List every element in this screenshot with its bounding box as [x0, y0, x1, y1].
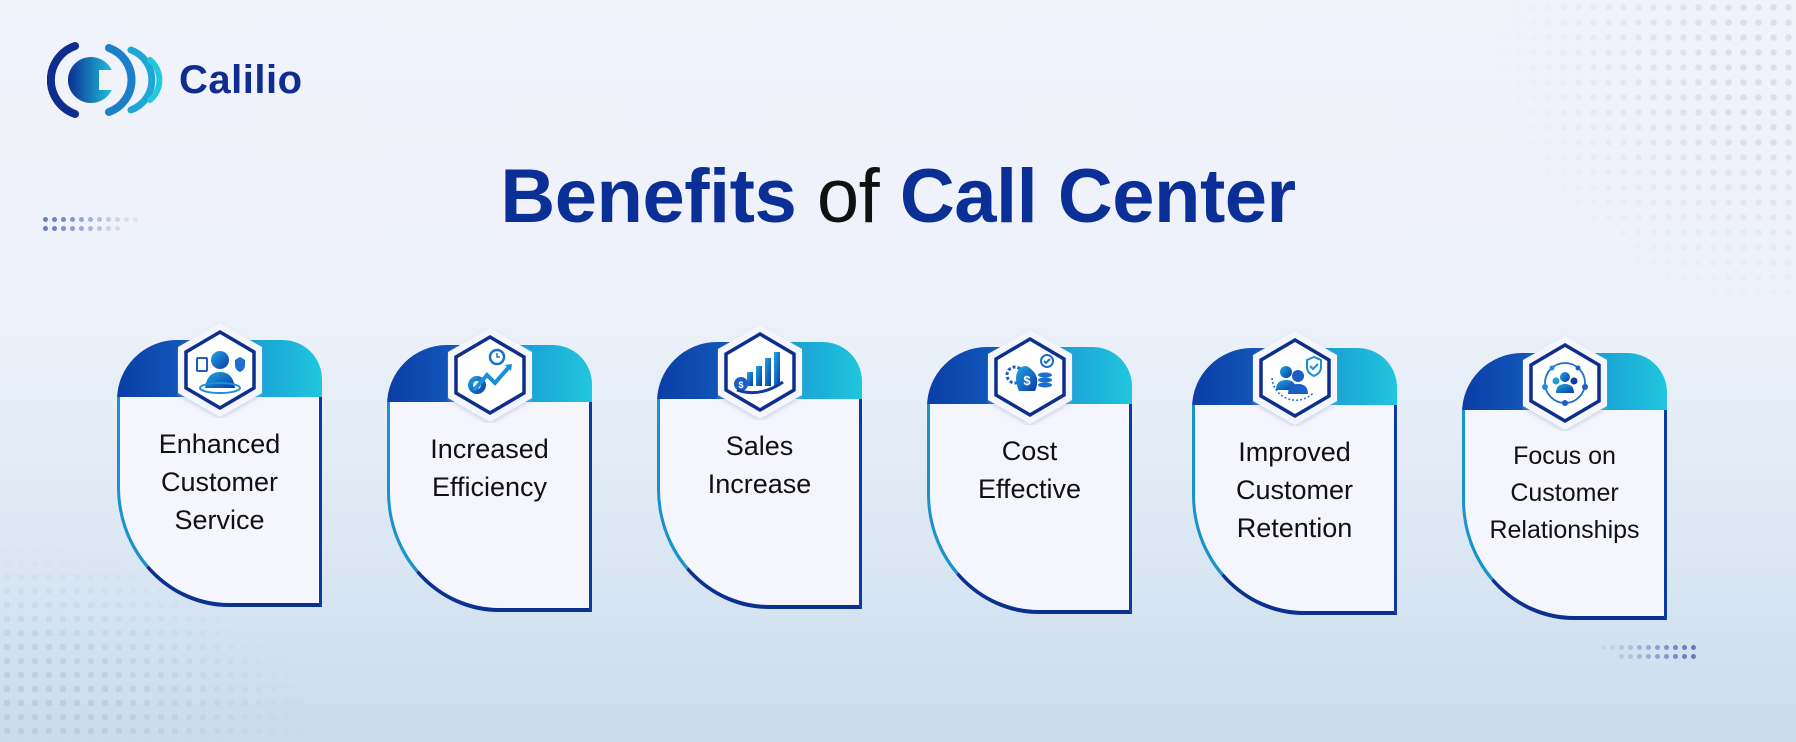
- benefit-card-sales-increase: $ Sales Increase: [657, 325, 862, 609]
- sales-growth-chart-icon: $: [718, 325, 802, 419]
- card-label: Focus on Customer Relationships: [1489, 442, 1640, 544]
- svg-text:$: $: [738, 380, 743, 390]
- decorative-dot-strip-right: [1601, 645, 1696, 659]
- money-bag-savings-icon: $: [988, 330, 1072, 424]
- card-body: [117, 397, 322, 607]
- card-body: [1192, 405, 1397, 615]
- card-label: Cost Effective: [977, 436, 1082, 504]
- card-body: [927, 404, 1132, 614]
- benefit-card-enhanced-customer-service: Enhanced Customer Service: [117, 323, 322, 607]
- title-of: of: [816, 154, 880, 239]
- card-body: [657, 399, 862, 609]
- brand-logo[interactable]: Calilio: [47, 40, 303, 120]
- efficiency-gear-clock-icon: [448, 328, 532, 422]
- card-label: Improved Customer Retention: [1235, 437, 1354, 543]
- card-label: Increased Efficiency: [430, 434, 549, 502]
- title-call-center: Call Center: [899, 154, 1296, 239]
- decorative-dot-pattern-top-right: [1496, 0, 1796, 320]
- benefit-card-increased-efficiency: Increased Efficiency: [387, 328, 592, 612]
- svg-text:$: $: [1023, 373, 1031, 388]
- card-body: [387, 402, 592, 612]
- card-label: Sales Increase: [707, 431, 812, 499]
- decorative-dot-strip-left: [43, 217, 138, 231]
- title-benefits: Benefits: [500, 154, 797, 239]
- benefit-card-improved-customer-retention: Improved Customer Retention: [1192, 331, 1397, 615]
- customer-support-agent-icon: [178, 323, 262, 417]
- brand-name: Calilio: [179, 57, 303, 102]
- card-body: [1462, 410, 1667, 620]
- benefit-card-focus-on-customer-relationships: Focus on Customer Relationships: [1462, 336, 1667, 620]
- benefit-card-cost-effective: $ Cost Effective: [927, 330, 1132, 614]
- customer-retention-shield-icon: [1253, 331, 1337, 425]
- page-title: Benefits of Call Center: [0, 152, 1796, 242]
- customer-network-icon: [1523, 336, 1607, 430]
- card-label: Enhanced Customer Service: [158, 429, 281, 535]
- calilio-logo-icon: [47, 42, 163, 118]
